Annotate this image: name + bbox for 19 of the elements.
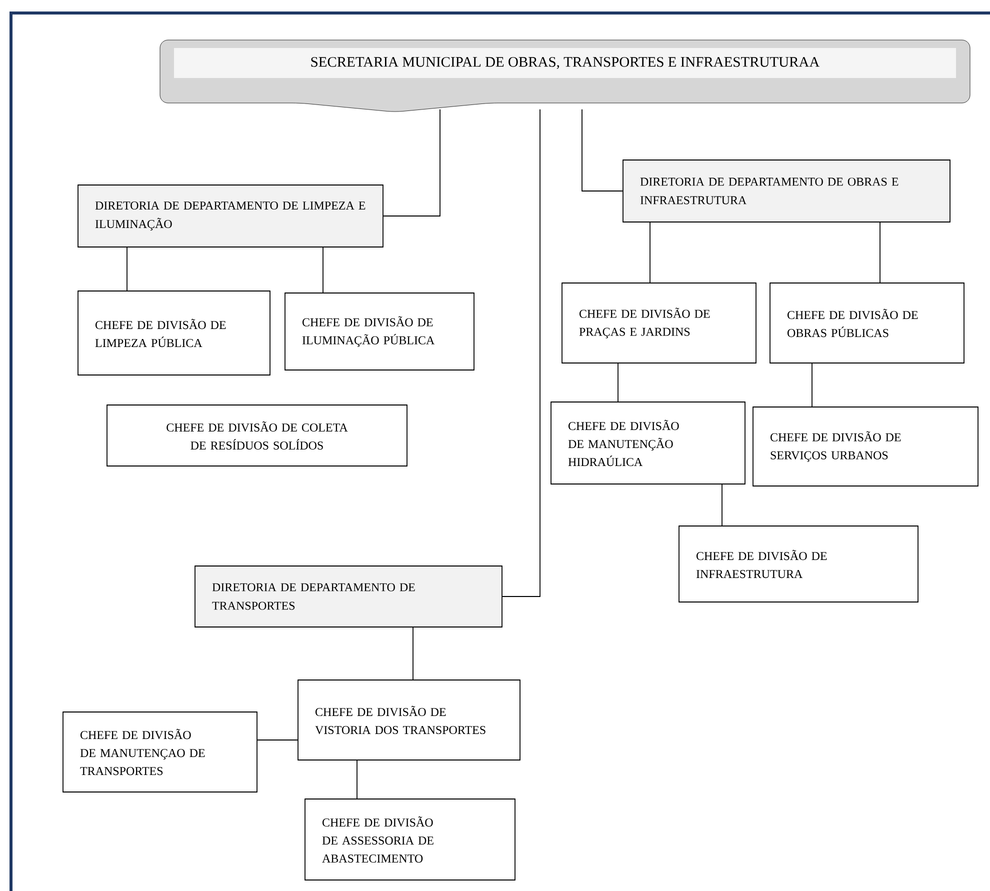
connector-line — [412, 627, 414, 680]
division-box: CHEFE DE DIVISÃO DE INFRAESTRUTURA — [678, 526, 918, 602]
connector-line — [356, 760, 358, 799]
division-box: CHEFE DE DIVISÃO DE LIMPEZA PÚBLICA — [78, 290, 270, 376]
division-box: CHEFE DE DIVISÃO DE VISTORIA DOS TRANSPORTES — [298, 680, 520, 760]
division-box: CHEFE DE DIVISÃO DE COLETA DE RESÍDUOS SOLÍDOS — [106, 404, 408, 466]
title-callout: SECRETARIA MUNICIPAL DE OBRAS, TRANSPORTES E INFRAESTRUTURAA — [160, 40, 970, 112]
division-box: CHEFE DE DIVISÃO DE PRAÇAS E JARDINS — [562, 282, 756, 364]
division-box: CHEFE DE DIVISÃO DE OBRAS PÚBLICAS — [770, 282, 964, 364]
division-box: CHEFE DE DIVISÃO DE MANUTENÇÃO HIDRAÚLICA — [550, 402, 746, 484]
division-box: CHEFE DE DIVISÃO DE MANUTENÇAO DE TRANSPORTES — [62, 712, 258, 792]
division-box: CHEFE DE DIVISÃO DE SERVIÇOS URBANOS — [752, 406, 978, 486]
division-box: CHEFE DE DIVISÃO DE ASSESSORIA DE ABASTECIMENTO — [304, 798, 516, 880]
division-box: CHEFE DE DIVISÃO DE ILUMINAÇÃO PÚBLICA — [284, 292, 474, 370]
department-box: DIRETORIA DE DEPARTAMENTO DE OBRAS E INFRAESTRUTURA — [622, 160, 950, 222]
department-box: DIRETORIA DE DEPARTAMENTO DE TRANSPORTES — [194, 566, 502, 628]
connector-line — [126, 247, 128, 291]
department-box: DIRETORIA DE DEPARTAMENTO DE LIMPEZA E ILUMINAÇÃO — [78, 184, 384, 248]
connector-line — [322, 247, 324, 293]
